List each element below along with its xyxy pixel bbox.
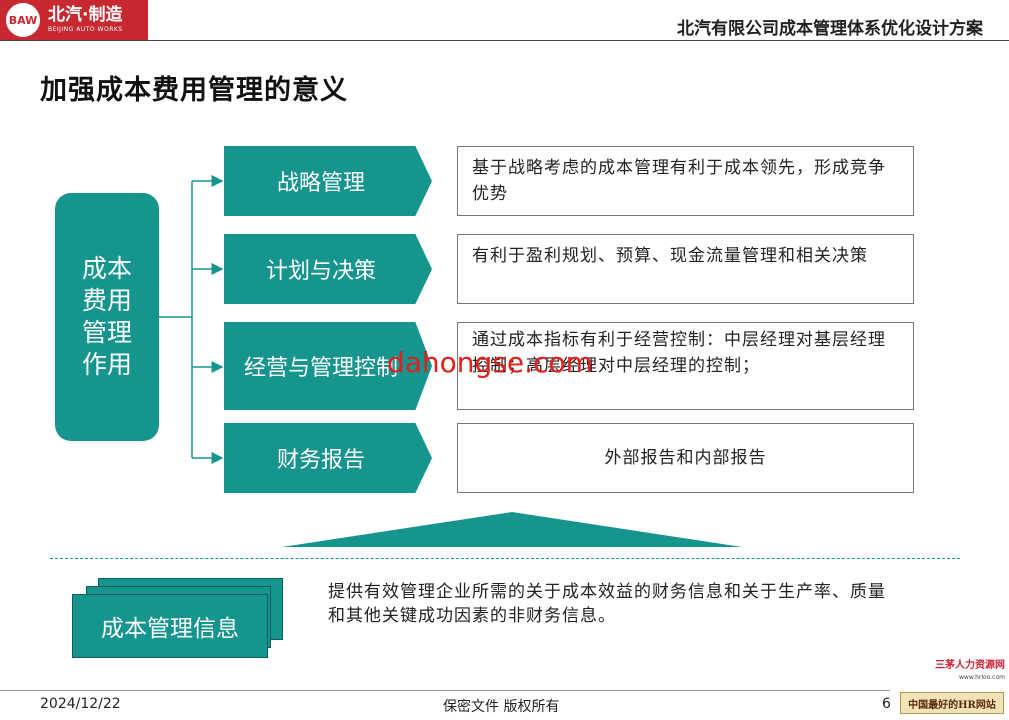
footer-divider (0, 690, 890, 691)
item-strategy-desc: 基于战略考虑的成本管理有利于成本领先，形成竞争优势 (457, 146, 914, 216)
item-planning-desc: 有利于盈利规划、预算、现金流量管理和相关决策 (457, 234, 914, 304)
item-financial-report-desc: 外部报告和内部报告 (457, 423, 914, 493)
item-operations-arrow: 经营与管理控制 (224, 322, 432, 410)
item-planning-arrow: 计划与决策 (224, 234, 432, 304)
watermark-text: dahongse.com (387, 346, 593, 379)
main-box-cost-management-role: 成本费用管理作用 (55, 193, 159, 441)
item-desc: 基于战略考虑的成本管理有利于成本领先，形成竞争优势 (472, 158, 886, 204)
wedge-shape (282, 512, 742, 547)
logo-subtext: BEIJING AUTO WORKS (48, 26, 123, 33)
cost-info-description: 提供有效管理企业所需的关于成本效益的财务信息和关于生产率、质量和其他关键成功因素… (328, 582, 886, 626)
hr-site-badge: 中国最好的HR网站 (900, 692, 1004, 714)
item-label: 财务报告 (276, 448, 365, 473)
hrloo-logo-text: 三茅人力资源网 (935, 660, 1005, 671)
main-box-label: 成本费用管理作用 (81, 254, 132, 379)
item-operations-desc: 通过成本指标有利于经营控制：中层经理对基层经理控制；高层经理对中层经理的控制； (457, 322, 914, 410)
item-desc: 有利于盈利规划、预算、现金流量管理和相关决策 (472, 246, 868, 266)
footer-date: 2024/12/22 (40, 696, 121, 712)
hrloo-logo-url: www.hrloo.com (959, 674, 1005, 681)
cost-info-label: 成本管理信息 (101, 616, 239, 642)
item-strategy-arrow: 战略管理 (224, 146, 432, 216)
item-label: 战略管理 (276, 171, 365, 196)
dashed-divider (50, 558, 960, 559)
item-desc: 通过成本指标有利于经营控制：中层经理对基层经理控制；高层经理对中层经理的控制； (472, 330, 886, 376)
page-title: 加强成本费用管理的意义 (40, 75, 348, 106)
item-financial-report-arrow: 财务报告 (224, 423, 432, 493)
page-number: 6 (882, 696, 891, 712)
item-label: 计划与决策 (265, 259, 376, 284)
header-divider (0, 40, 1009, 41)
document-title: 北汽有限公司成本管理体系优化设计方案 (677, 19, 983, 39)
hrloo-logo: 三茅人力资源网 www.hrloo.com (893, 660, 1005, 686)
logo-text: 北汽·制造 (48, 5, 123, 25)
item-label: 经营与管理控制 (243, 356, 398, 381)
item-desc: 外部报告和内部报告 (604, 448, 767, 468)
car-emblem-icon: BAW (6, 3, 40, 37)
cost-info-box: 成本管理信息 (72, 594, 268, 658)
brand-logo: BAW 北汽·制造 BEIJING AUTO WORKS (0, 0, 148, 40)
footer-confidential: 保密文件 版权所有 (443, 699, 560, 715)
